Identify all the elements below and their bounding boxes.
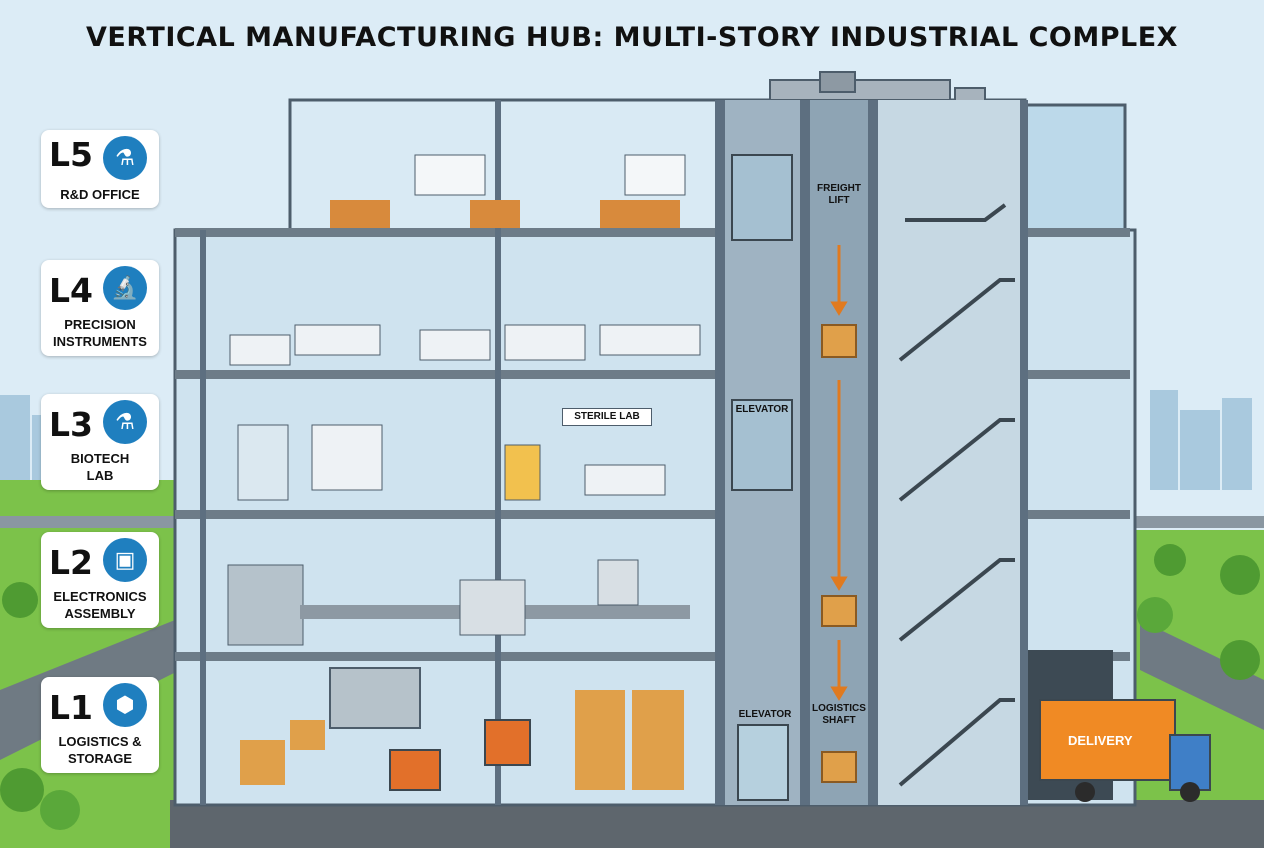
level-name-line-2: STORAGE [67,751,133,766]
road-right [1140,620,1264,730]
precision-benches [229,324,701,366]
elevator-sign-lower: ELEVATOR [738,709,792,720]
level-name-line-1: PRECISION [64,317,136,332]
level-name-line-1: LOGISTICS & [58,734,142,749]
page-title: VERTICAL MANUFACTURING HUB: MULTI-STORY … [85,22,1179,53]
level-code: L3 [49,405,93,444]
level-name: R&D OFFICE [60,187,140,202]
biotech-equipment [237,424,666,501]
city-skyline [0,390,1252,490]
level-code: L5 [49,135,93,174]
flask-icon: ⚗ [103,136,147,180]
sign-text: STERILE LAB [574,411,640,422]
level-name-line-2: ASSEMBLY [64,606,136,621]
elevator-car-middle [731,399,793,491]
logistics-shaft-sign: LOGISTICS SHAFT [810,703,868,727]
flask-icon: ⚗ [103,400,147,444]
delivery-truck [1039,699,1211,802]
elevator-car-upper [731,154,793,241]
level-card-l4: L4 🔬 PRECISION INSTRUMENTS [41,260,159,356]
level-code: L4 [49,271,93,310]
level-code: L1 [49,688,93,727]
freight-lift-sign: FREIGHT LIFT [812,183,866,207]
box-icon: ⬢ [103,683,147,727]
trees [0,544,1260,830]
level-name-line-2: LAB [86,468,114,483]
sidewalk [170,800,1264,848]
level-card-l1: L1 ⬢ LOGISTICS & STORAGE [41,677,159,773]
electronics-line [227,559,690,646]
stairs [898,203,1015,787]
level-name-line-1: BIOTECH [70,451,130,466]
r-and-d-desks [330,154,686,228]
level-card-l2: L2 ▣ ELECTRONICS ASSEMBLY [41,532,159,628]
sign-line-2: LIFT [828,195,850,206]
freight-boxes [821,324,857,783]
elevator-car-lower [737,724,789,801]
chip-icon: ▣ [103,538,147,582]
microscope-icon: 🔬 [103,266,147,310]
sterile-lab-sign: STERILE LAB [562,408,652,426]
level-name-line-2: INSTRUMENTS [53,334,147,349]
forklifts [389,719,531,791]
level-card-l5: L5 ⚗ R&D OFFICE [41,130,159,208]
level-name-line-1: ELECTRONICS [53,589,147,604]
level-code: L2 [49,543,93,582]
elevator-sign-upper: ELEVATOR [735,404,789,415]
sign-line-2: SHAFT [822,715,856,726]
sign-line-1: FREIGHT [817,183,861,194]
freight-arrows [830,245,848,701]
sign-line-1: LOGISTICS [812,703,866,714]
delivery-truck-label: DELIVERY [1068,733,1133,748]
level-card-l3: L3 ⚗ BIOTECH LAB [41,394,159,490]
warehouse-shelves [240,690,684,790]
